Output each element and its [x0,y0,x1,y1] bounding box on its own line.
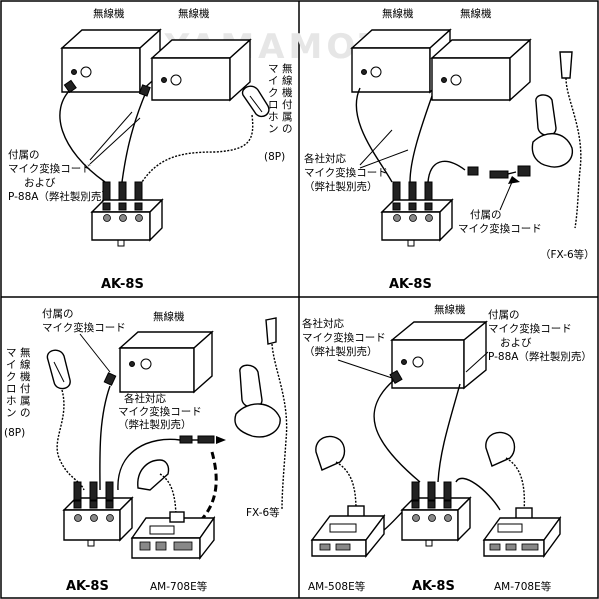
desk-mic-icon [130,459,216,561]
mic-name: FX-6等 [246,506,280,519]
mic-name: （FX-6等） [540,248,595,261]
radio-unit [60,28,162,94]
switch-box [62,481,134,547]
cord-label-2: 各社対応 [124,392,166,405]
desk-mic-name: AM-708E等 [150,580,208,593]
radio-unit [118,330,214,394]
cord-label: （弊社製別売） [304,345,378,358]
model-label: AK-8S [101,277,144,292]
desk-mic-icon [482,431,562,559]
panel-3: 無線機 付属の マイク変換コード 無 線 機 付 属 の マ イ ク ロ ホ ン… [4,307,288,594]
cord-label: P-88A（弊社製別売） [8,190,112,203]
vertical-char: 付 [20,382,31,395]
vertical-char: ロ [6,383,17,395]
panel-1: 無線機 無線機 無 線 機 付 属 の マ イ [8,7,293,292]
radio-unit [150,38,252,102]
vertical-char: 線 [282,74,293,87]
desk-mic-name-left: AM-508E等 [308,580,366,593]
vertical-char: 線 [20,358,31,371]
mic-pins: (8P) [4,427,25,439]
vertical-char: 無 [282,62,293,75]
connector-icon [467,165,531,184]
cord-label: 付属の [42,307,74,320]
radio-label: 無線機 [153,310,185,323]
switch-box [400,481,472,547]
model-label: AK-8S [66,579,109,594]
gooseneck-mic-icon [234,317,288,511]
cord-label: 各社対応 [304,152,346,165]
cord-label: 各社対応 [302,317,344,330]
cord-label: マイク変換コード [302,331,386,344]
vertical-char: ン [268,123,279,135]
cord-label-2: 付属の [488,308,520,321]
model-label: AK-8S [412,579,455,594]
vertical-char: イ [6,359,17,371]
handheld-mic-icon [46,349,71,390]
mic-pins: (8P) [264,151,285,163]
desk-mic-icon [310,435,386,558]
radio-label: 無線機 [178,7,210,20]
vertical-char: ホ [268,111,279,123]
vertical-char: ロ [268,99,279,111]
radio-unit [430,38,532,102]
vertical-char: 無 [20,346,31,359]
radio-unit [390,320,488,390]
cord-label-2: および [500,337,532,349]
vertical-char: の [282,123,293,135]
cord-label-2: （弊社製別売） [118,418,192,431]
panel-2: 無線機 無線機 各社対応 マイク変換コード （弊社製別売） [304,7,595,292]
handheld-mic-icon [241,85,270,118]
cord-label: （弊社製別売） [304,180,378,193]
vertical-char: 機 [20,370,31,383]
radio-label: 無線機 [382,7,414,20]
cord-label-2: P-88A（弊社製別売） [488,350,592,363]
vertical-char: ク [268,87,279,99]
vertical-char: 付 [282,98,293,111]
gooseneck-mic-icon [531,51,582,229]
cord-label: マイク変換コード [42,321,126,334]
vertical-char: の [20,407,31,419]
model-label: AK-8S [389,277,432,292]
vertical-char: イ [268,75,279,87]
cord-label-2: 付属の [470,208,502,221]
radio-label: 無線機 [460,7,492,20]
cord-label: 付属の [8,148,40,161]
vertical-char: マ [6,347,17,359]
vertical-char: ン [6,407,17,419]
mic-label-vertical: 無 線 機 付 属 の マ イ ク ロ ホ ン [268,62,293,135]
vertical-char: 機 [282,86,293,99]
cord-label: マイク変換コード [304,166,388,179]
vertical-char: 属 [282,111,293,123]
cord-label-2: マイク変換コード [488,322,572,335]
cord-label: マイク変換コード [8,162,92,175]
radio-label: 無線機 [93,7,125,20]
switch-box [380,181,454,247]
vertical-char: ク [6,371,17,383]
cord-label-2: マイク変換コード [458,222,542,235]
radio-label: 無線機 [434,303,466,316]
cord-label: および [24,177,56,189]
cord-label-2: マイク変換コード [118,405,202,418]
vertical-char: ホ [6,395,17,407]
panel-4: 無線機 各社対応 マイク変換コード （弊社製別売） 付属の マイク変換コード お… [302,303,592,594]
desk-mic-name-right: AM-708E等 [494,580,552,593]
mic-label-vertical: 無 線 機 付 属 の マ イ ク ロ ホ ン [6,346,31,419]
vertical-char: マ [268,63,279,75]
switch-box [90,181,164,247]
vertical-char: 属 [20,395,31,407]
